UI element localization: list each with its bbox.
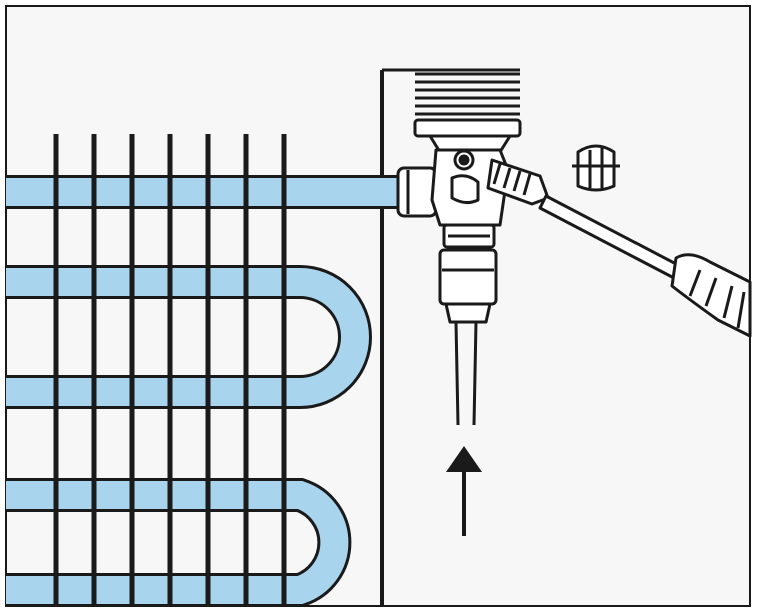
expansion-valve: [396, 72, 550, 426]
up-arrow-icon: [446, 446, 482, 536]
frame-border: [5, 5, 751, 607]
valve-seal-cap: [572, 144, 620, 192]
valve-outlet-fitting: [438, 248, 498, 306]
coil-fins: [53, 134, 287, 606]
mounting-wall: [380, 68, 520, 606]
valve-head-fins: [415, 72, 520, 116]
condenser-coil: [6, 175, 398, 607]
valve-inlet-nut: [396, 166, 438, 218]
screwdriver: [538, 194, 752, 338]
valve-diaphragm: [413, 118, 522, 138]
